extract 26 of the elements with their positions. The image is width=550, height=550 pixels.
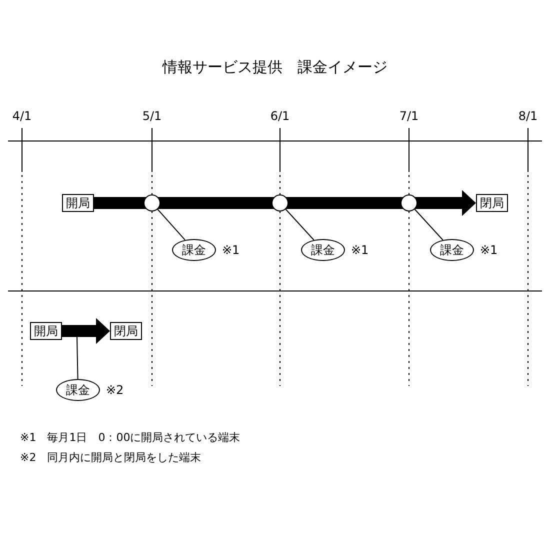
status-box: 閉局 bbox=[110, 322, 142, 340]
date-label: 8/1 bbox=[517, 109, 539, 123]
thick-arrow bbox=[94, 190, 476, 216]
status-box: 開局 bbox=[62, 194, 94, 212]
footnote: ※2 同月内に開局と閉局をした端末 bbox=[20, 451, 202, 465]
billing-ellipse: 課金 bbox=[301, 239, 345, 261]
footnote-mark: ※1 bbox=[222, 243, 240, 257]
leader-line bbox=[144, 194, 186, 240]
leader-line bbox=[76, 336, 78, 380]
footnote-mark: ※1 bbox=[351, 243, 369, 257]
leader-line bbox=[272, 194, 314, 240]
thick-arrow bbox=[62, 318, 110, 344]
footnote: ※1 毎月1日 0：00に開局されている端末 bbox=[20, 431, 240, 445]
leader-line bbox=[400, 194, 444, 240]
billing-ellipse: 課金 bbox=[172, 239, 216, 261]
billing-ellipse: 課金 bbox=[430, 239, 474, 261]
date-label: 7/1 bbox=[398, 109, 420, 123]
footnote-mark: ※1 bbox=[480, 243, 498, 257]
footnote-mark: ※2 bbox=[106, 383, 124, 397]
date-label: 5/1 bbox=[141, 109, 163, 123]
date-label: 6/1 bbox=[269, 109, 291, 123]
status-box: 開局 bbox=[30, 322, 62, 340]
status-box: 閉局 bbox=[476, 194, 508, 212]
date-label: 4/1 bbox=[11, 109, 33, 123]
diagram-title: 情報サービス提供 課金イメージ bbox=[161, 57, 388, 78]
billing-ellipse: 課金 bbox=[56, 379, 100, 401]
